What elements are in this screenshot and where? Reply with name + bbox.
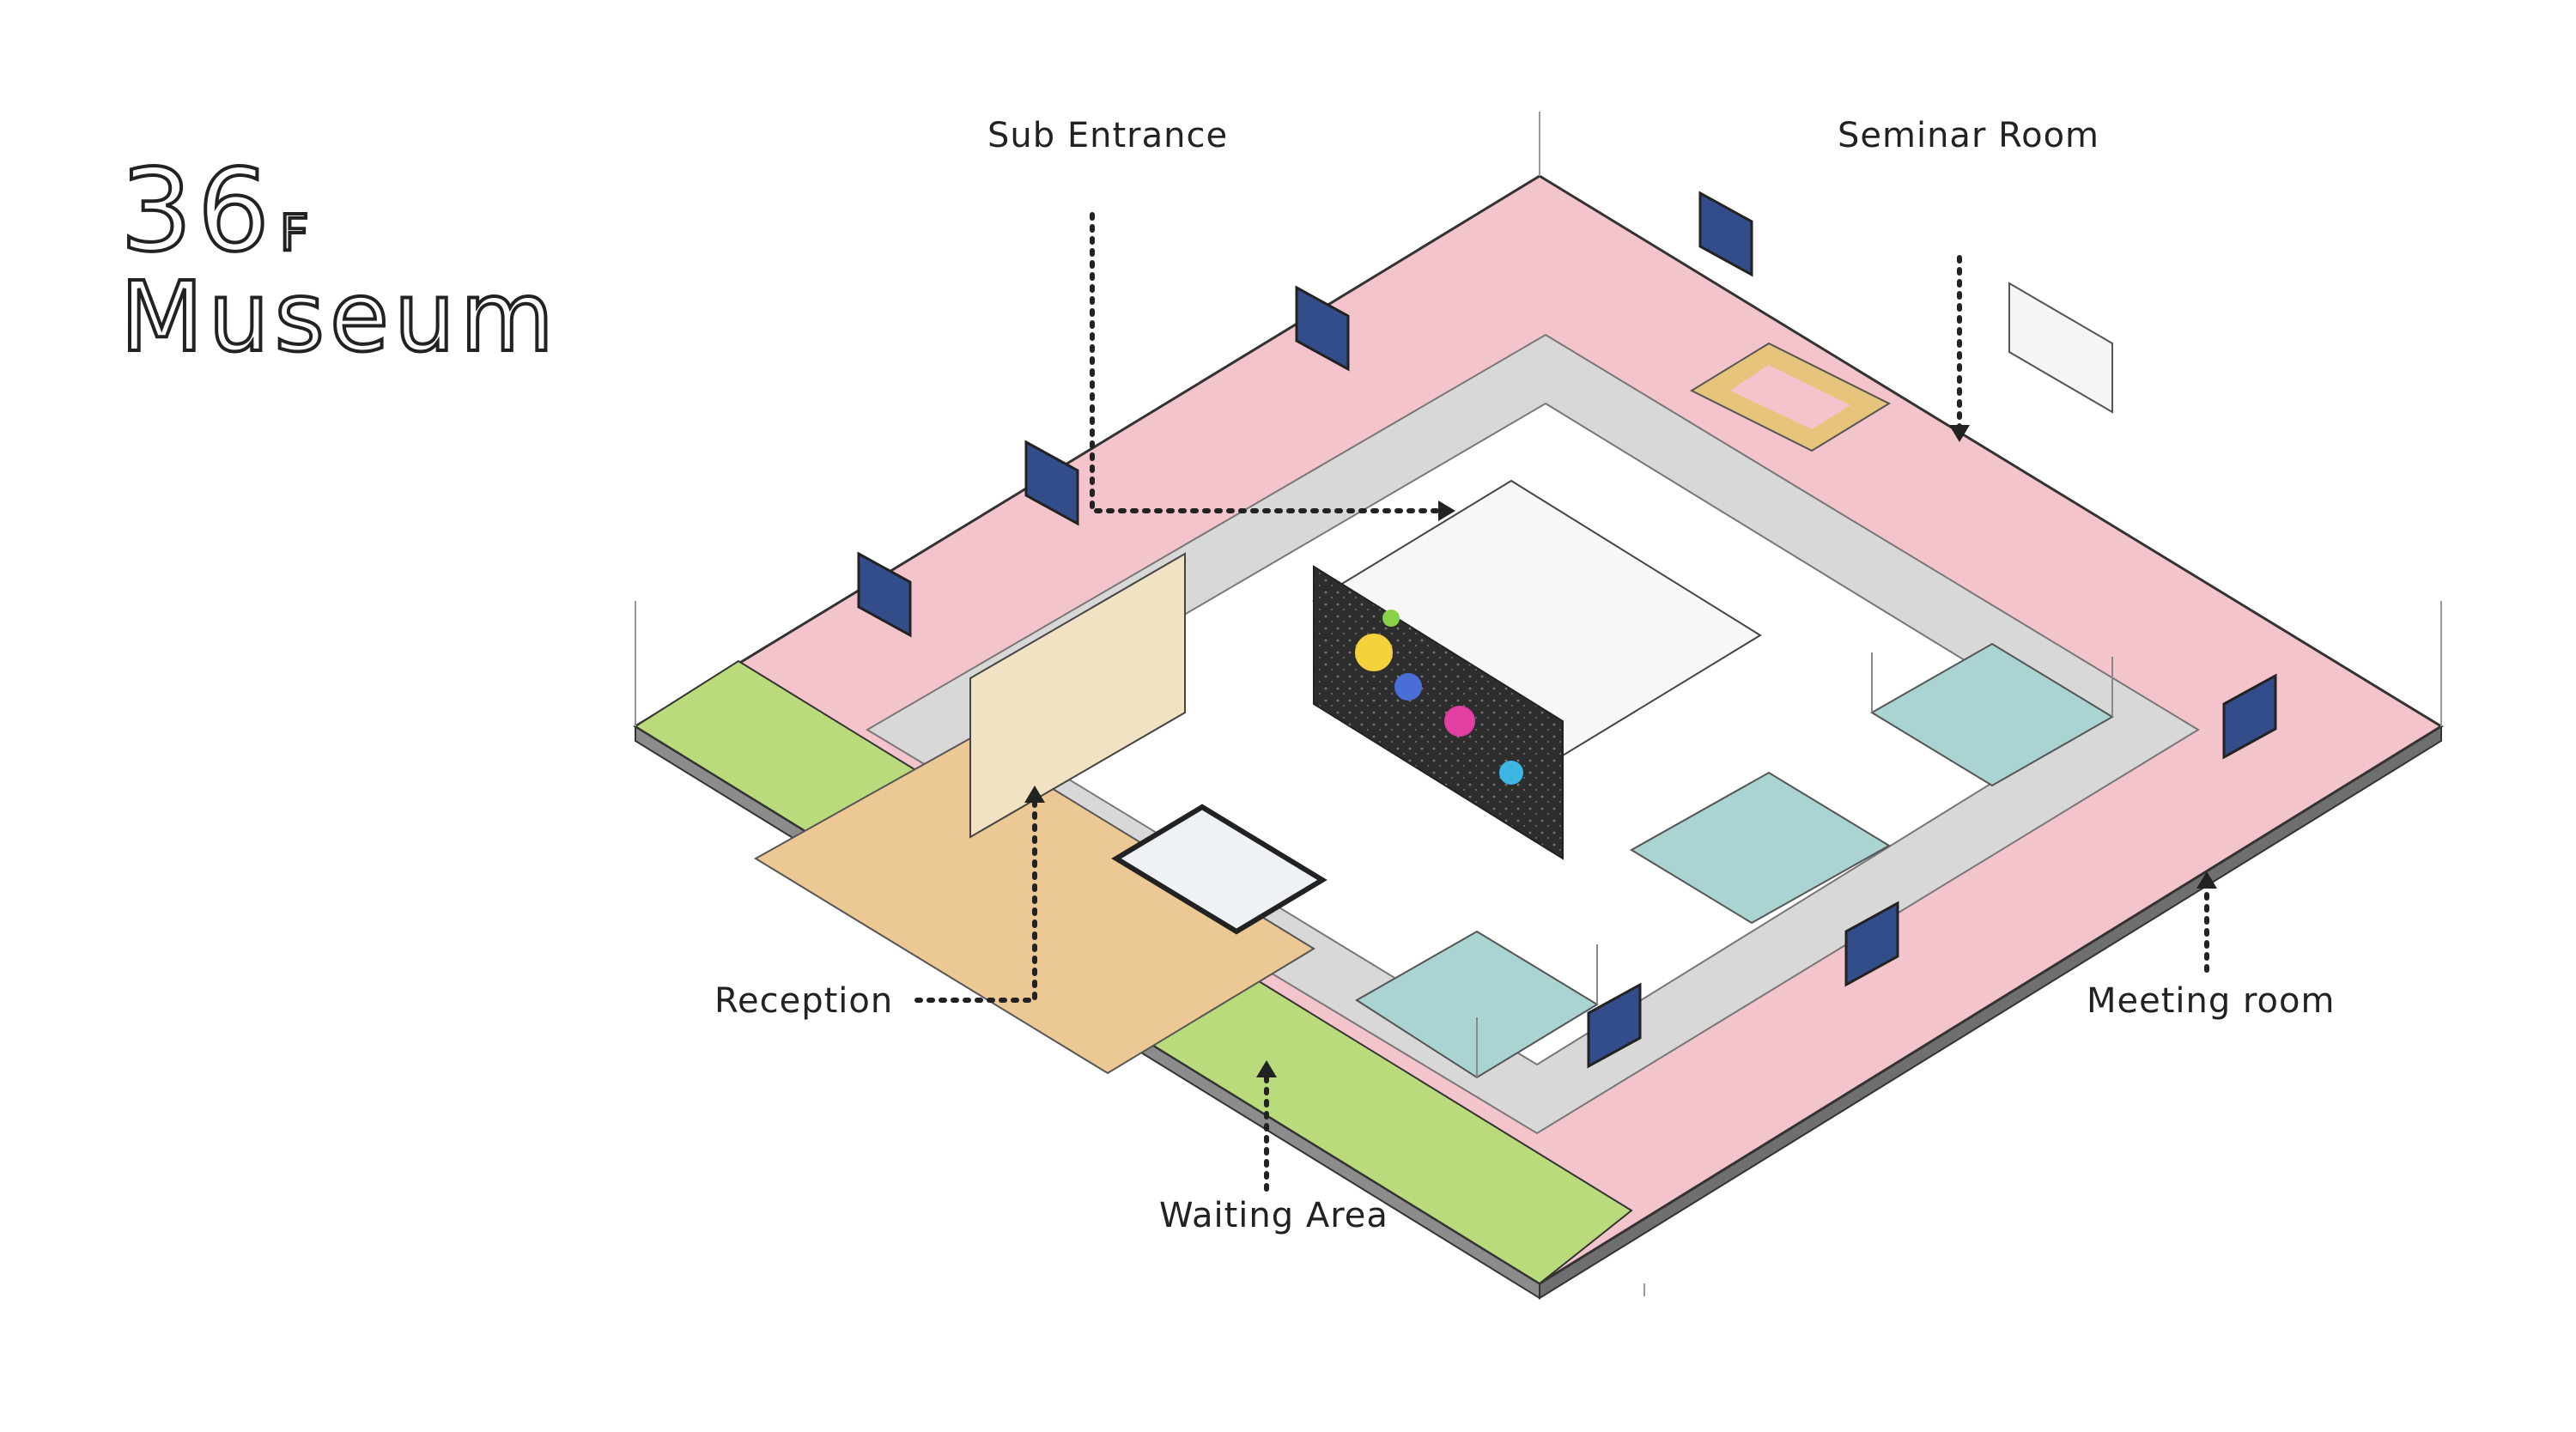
reception-shelving	[969, 552, 1186, 839]
label-meeting-room: Meeting room	[2087, 981, 2336, 1021]
leader-sub-entrance	[1090, 212, 1449, 513]
arrow-seminar-room	[1949, 425, 1970, 442]
leader-reception	[914, 796, 1037, 1003]
seminar-table-center	[1730, 365, 1850, 429]
label-sub-entrance: Sub Entrance	[987, 116, 1229, 155]
leader-lines	[914, 212, 2209, 1192]
graffiti-splashes	[1355, 610, 1523, 785]
arrow-meeting-room	[2196, 871, 2217, 889]
skylight	[1111, 804, 1327, 935]
label-reception: Reception	[714, 981, 894, 1021]
leader-arrowheads	[1024, 425, 2217, 1077]
teal-room-center	[1630, 771, 1891, 925]
label-seminar-room: Seminar Room	[1838, 116, 2100, 155]
arrow-sub-entrance	[1438, 501, 1455, 521]
wall-monitors	[857, 191, 2277, 1069]
floor-suffix: F	[278, 203, 311, 262]
projection-screen	[2008, 282, 2113, 414]
label-waiting-area: Waiting Area	[1159, 1196, 1388, 1235]
floor-name: Museum	[118, 262, 559, 373]
corner-posts	[635, 112, 2442, 1296]
arrow-waiting-area	[1256, 1060, 1277, 1077]
arrow-reception	[1024, 786, 1045, 803]
glass-partitions	[1476, 652, 2113, 1077]
